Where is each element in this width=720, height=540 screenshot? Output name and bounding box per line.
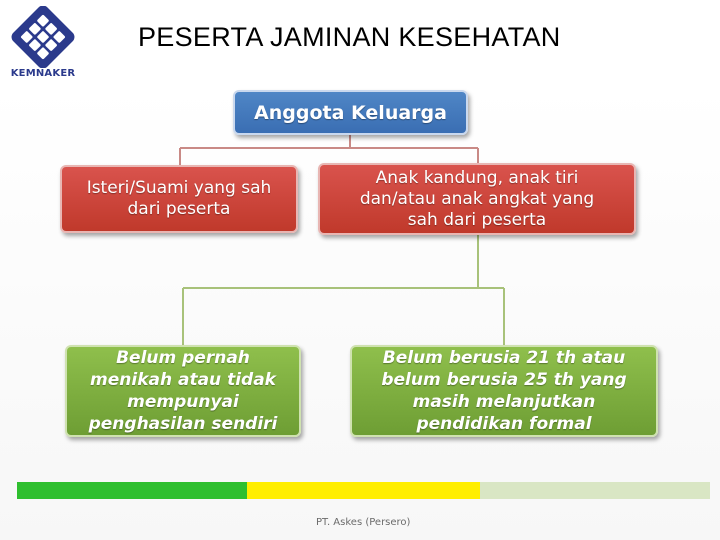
kemnaker-logo-icon [11,6,75,68]
page-title: PESERTA JAMINAN KESEHATAN [138,22,561,52]
footer-text: PT. Askes (Persero) [316,517,411,528]
unmarried-condition-node: Belum pernah menikah atau tidak mempunya… [65,345,301,437]
logo: KEMNAKER [0,0,86,84]
slide-background [0,84,720,540]
age-condition-label: Belum berusia 21 th atau belum berusia 2… [381,348,627,434]
logo-text: KEMNAKER [10,68,76,79]
spouse-node: Isteri/Suami yang sah dari peserta [60,165,298,233]
unmarried-condition-label: Belum pernah menikah atau tidak mempunya… [88,348,278,434]
family-members-node: Anggota Keluarga [233,90,468,135]
family-members-label: Anggota Keluarga [254,101,447,124]
footer-bar-yellow [247,482,480,499]
children-label: Anak kandung, anak tiri dan/atau anak an… [359,167,595,230]
connector-root-to-level1 [179,135,479,165]
footer-bar-pale [480,482,710,499]
footer-bar-green [17,482,247,499]
children-node: Anak kandung, anak tiri dan/atau anak an… [318,163,636,235]
connector-level1-to-level2 [182,235,505,345]
age-condition-node: Belum berusia 21 th atau belum berusia 2… [350,345,658,437]
spouse-label: Isteri/Suami yang sah dari peserta [86,178,272,219]
